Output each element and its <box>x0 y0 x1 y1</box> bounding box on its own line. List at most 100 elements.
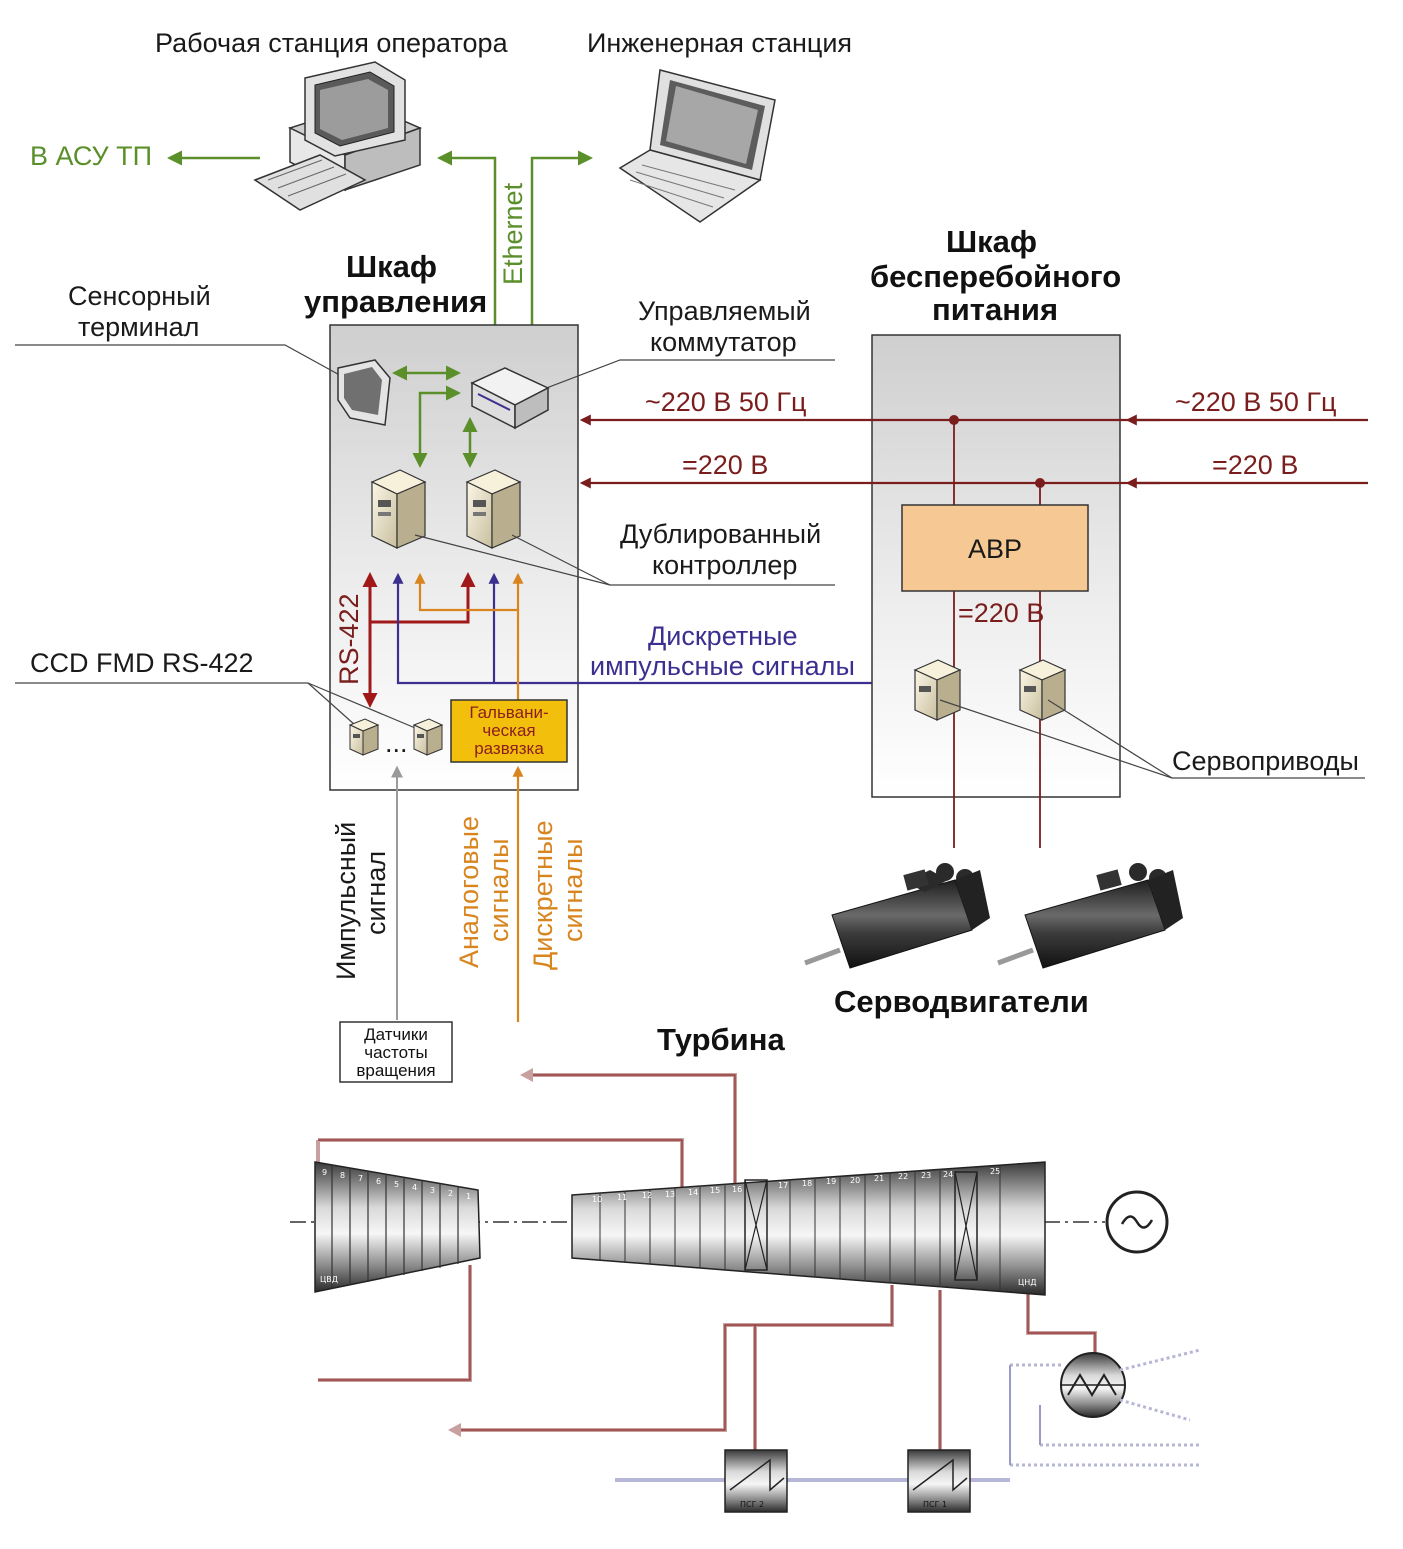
dual-controller-label-1: Дублированный <box>620 519 821 549</box>
servo-motors-label: Серводвигатели <box>834 984 1089 1019</box>
ac-right-label: ~220 В 50 Гц <box>1175 387 1336 417</box>
control-cabinet-title-2: управления <box>304 284 487 319</box>
lp-stage-20: 20 <box>850 1176 860 1185</box>
lp-stage-10: 10 <box>592 1195 602 1204</box>
lp-stage-17: 17 <box>778 1181 788 1190</box>
managed-switch-label-2: коммутатор <box>650 327 797 357</box>
hp-stage-8: 8 <box>340 1171 345 1180</box>
extraction-arrow-top <box>520 1068 533 1082</box>
analog-signals-label-1: Аналоговые <box>454 816 484 968</box>
ethernet-label: Ethernet <box>498 182 528 285</box>
lp-stage-11: 11 <box>617 1193 627 1202</box>
ups-cabinet-title-2: бесперебойного <box>870 259 1121 294</box>
extraction-arrow-bottom <box>448 1423 461 1437</box>
cooling-water-pipes-solid <box>1009 1365 1041 1465</box>
switch-controller1-link <box>412 385 461 468</box>
ups-cabinet-title-3: питания <box>932 292 1058 327</box>
touch-terminal-leader <box>15 344 346 379</box>
lp-stage-18: 18 <box>802 1179 812 1188</box>
hp-stage-6: 6 <box>376 1177 381 1186</box>
discrete-pulse-line <box>392 572 901 689</box>
lp-stage-13: 13 <box>665 1190 675 1199</box>
turbine-piping-core <box>318 1074 1096 1470</box>
cooling-water-pipes <box>1010 1348 1201 1467</box>
hp-cylinder-tag: ЦВД <box>320 1275 338 1284</box>
hp-cylinder <box>314 1161 481 1293</box>
hp-stage-3: 3 <box>430 1186 435 1195</box>
condenser-icon <box>1060 1352 1126 1418</box>
operator-station-label: Рабочая станция оператора <box>155 28 509 58</box>
speed-sensors-label-1: Датчики <box>364 1025 428 1044</box>
hp-stage-7: 7 <box>358 1174 363 1183</box>
lp-stage-25: 25 <box>990 1167 1000 1176</box>
dc-right-label: =220 В <box>1212 450 1298 480</box>
lp-stage-19: 19 <box>826 1177 836 1186</box>
hp-stage-5: 5 <box>394 1180 399 1189</box>
managed-switch-label-1: Управляемый <box>638 296 811 326</box>
touch-terminal-icon <box>337 359 391 426</box>
controller-2-icon <box>465 469 522 549</box>
discrete-signals-label-2: сигналы <box>558 838 588 942</box>
discrete-pulse-label-1: Дискретные <box>648 621 798 651</box>
managed-switch-leader <box>514 359 835 401</box>
rs422-label: RS-422 <box>334 593 364 685</box>
ccd-module-1-icon <box>348 718 380 756</box>
lp-stage-12: 12 <box>642 1191 652 1200</box>
lp-cylinder <box>571 1161 1046 1296</box>
controller-1-icon <box>370 469 427 549</box>
ethernet-line-engineering <box>524 150 593 353</box>
generator-sine-icon <box>1120 1215 1154 1229</box>
lp-stage-15: 15 <box>710 1186 720 1195</box>
discrete-pulse-label-2: импульсные сигналы <box>590 651 855 681</box>
heater-2-tag: ПСГ 2 <box>740 1500 764 1509</box>
managed-switch-icon <box>470 367 550 430</box>
lp-stage-24: 24 <box>943 1170 953 1179</box>
ccd-fmd-label: CCD FMD RS-422 <box>30 648 254 678</box>
control-cabinet-title-1: Шкаф <box>346 249 437 284</box>
servo-drive-2-icon <box>1018 659 1067 721</box>
to-acs-label: В АСУ ТП <box>30 141 152 171</box>
lp-stage-16: 16 <box>732 1185 742 1194</box>
hp-stage-1: 1 <box>466 1192 471 1201</box>
speed-sensors-label-3: вращения <box>356 1061 435 1080</box>
galvanic-label-1: Гальвани- <box>469 703 548 722</box>
heater-2-icon <box>724 1449 788 1513</box>
servo-motor-2-icon <box>997 863 1183 969</box>
hp-stage-4: 4 <box>412 1183 417 1192</box>
ethernet-line-operator <box>437 150 503 353</box>
dc-under-avr-label: =220 В <box>958 598 1044 628</box>
engineering-station-label: Инженерная станция <box>587 28 852 58</box>
discrete-signals-label-1: Дискретные <box>528 820 558 970</box>
servo-drives-label: Сервоприводы <box>1172 746 1359 776</box>
pulse-signal-label-1: Импульсный <box>331 822 361 980</box>
dual-controller-label-2: контроллер <box>652 550 797 580</box>
pulse-signal-label-2: сигнал <box>361 851 391 935</box>
hp-stage-2: 2 <box>448 1189 453 1198</box>
galvanic-isolation-box <box>450 699 568 763</box>
ac-left-label: ~220 В 50 Гц <box>645 387 806 417</box>
ccd-ellipsis: ... <box>385 728 408 758</box>
operator-workstation-icon <box>253 61 423 211</box>
analog-to-controller1 <box>414 572 520 700</box>
analog-signals-label-2: сигналы <box>484 838 514 942</box>
avr-label: АВР <box>968 534 1022 564</box>
servo-motor-1-icon <box>804 863 990 969</box>
touch-terminal-label-2: терминал <box>78 312 199 342</box>
speed-sensors-label-2: частоты <box>364 1043 428 1062</box>
lp-cylinder-tag: ЦНД <box>1018 1278 1036 1287</box>
ccd-module-2-icon <box>412 718 444 756</box>
heater-1-icon <box>907 1449 971 1513</box>
galvanic-label-3: развязка <box>474 739 544 758</box>
speed-sensors-box <box>339 1021 453 1083</box>
touch-terminal-label-1: Сенсорный <box>68 281 211 311</box>
servo-drives-leader-2 <box>1047 699 1173 779</box>
ccd-fmd-leader-1 <box>15 682 356 726</box>
lp-stage-14: 14 <box>688 1188 698 1197</box>
galvanic-label-2: ческая <box>482 721 535 740</box>
turbine-label: Турбина <box>657 1022 785 1057</box>
lp-stage-21: 21 <box>874 1174 884 1183</box>
heater-1-tag: ПСГ 1 <box>923 1500 947 1509</box>
engineering-laptop-icon <box>618 69 776 223</box>
hp-stage-9: 9 <box>322 1168 327 1177</box>
